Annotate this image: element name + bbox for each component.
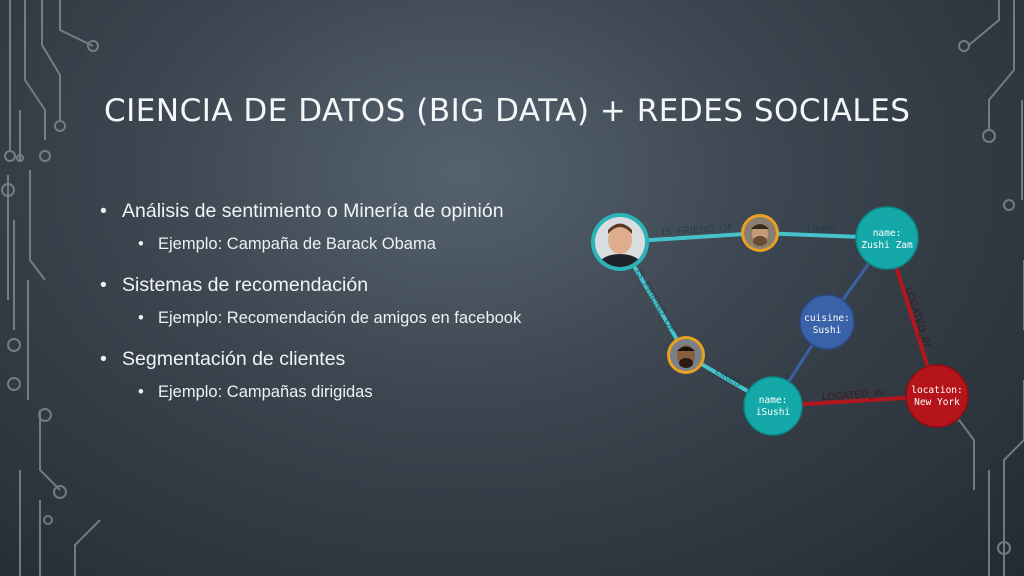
sub-bullet-text: Ejemplo: Recomendación de amigos en face… <box>158 309 522 327</box>
node-label-line1: location: <box>911 385 962 396</box>
graph-svg: IS_FRIEND_OF IS_FRIEND_OF LIKES LIKES LO… <box>591 206 969 436</box>
bullet-icon: • <box>100 274 107 296</box>
node-label-line1: cuisine: <box>804 313 850 324</box>
person-node-1 <box>591 213 649 271</box>
person-avatar-icon <box>595 217 645 267</box>
node-label-line2: Sushi <box>813 325 842 336</box>
bullet-icon: • <box>100 348 107 370</box>
bullet-item: • Sistemas de recomendación <box>100 274 590 297</box>
node-cuisine-sushi: cuisine: Sushi <box>799 294 855 350</box>
circuit-decoration-left <box>1 0 101 576</box>
edge-label-likes-2: LIKES <box>713 366 743 390</box>
sub-bullet-item: • Ejemplo: Campañas dirigidas <box>138 383 590 402</box>
node-label-line1: name: <box>759 395 788 406</box>
node-label-line2: iSushi <box>756 407 791 418</box>
bullet-icon: • <box>138 383 144 401</box>
bullet-text: Segmentación de clientes <box>122 348 346 370</box>
bullet-icon: • <box>138 309 144 327</box>
person-node-2 <box>741 214 779 252</box>
sub-bullet-text: Ejemplo: Campañas dirigidas <box>158 383 373 401</box>
sub-bullet-item: • Ejemplo: Recomendación de amigos en fa… <box>138 309 590 328</box>
social-graph-diagram: IS_FRIEND_OF IS_FRIEND_OF LIKES LIKES LO… <box>585 200 980 445</box>
node-label-line1: name: <box>873 228 902 239</box>
bullet-item: • Análisis de sentimiento o Minería de o… <box>100 200 590 223</box>
bullet-item: • Segmentación de clientes <box>100 348 590 371</box>
sub-bullet-text: Ejemplo: Campaña de Barack Obama <box>158 235 436 253</box>
node-isushi: name: iSushi <box>743 376 803 436</box>
bullet-icon: • <box>138 235 144 253</box>
bullet-list: • Análisis de sentimiento o Minería de o… <box>100 200 590 422</box>
bullet-text: Análisis de sentimiento o Minería de opi… <box>122 200 504 222</box>
node-label-line2: Zushi Zam <box>861 240 913 251</box>
person-avatar-icon <box>744 217 776 249</box>
sub-bullet-item: • Ejemplo: Campaña de Barack Obama <box>138 235 590 254</box>
person-avatar-icon <box>670 339 702 371</box>
edge-label-friend-1: IS_FRIEND_OF <box>662 223 734 239</box>
edge-label-likes-1: LIKES <box>807 225 836 236</box>
node-zushi-zam: name: Zushi Zam <box>855 206 919 270</box>
bullet-icon: • <box>100 200 107 222</box>
slide-title: CIENCIA DE DATOS (BIG DATA) + REDES SOCI… <box>104 93 911 129</box>
person-node-3 <box>667 336 705 374</box>
edge-label-located-2: LOCATED_IN <box>821 388 884 403</box>
bullet-text: Sistemas de recomendación <box>122 274 369 296</box>
node-label-line2: New York <box>914 397 960 408</box>
edge-label-friend-2: IS_FRIEND_OF <box>632 267 677 335</box>
node-location-new-york: location: New York <box>905 364 969 428</box>
